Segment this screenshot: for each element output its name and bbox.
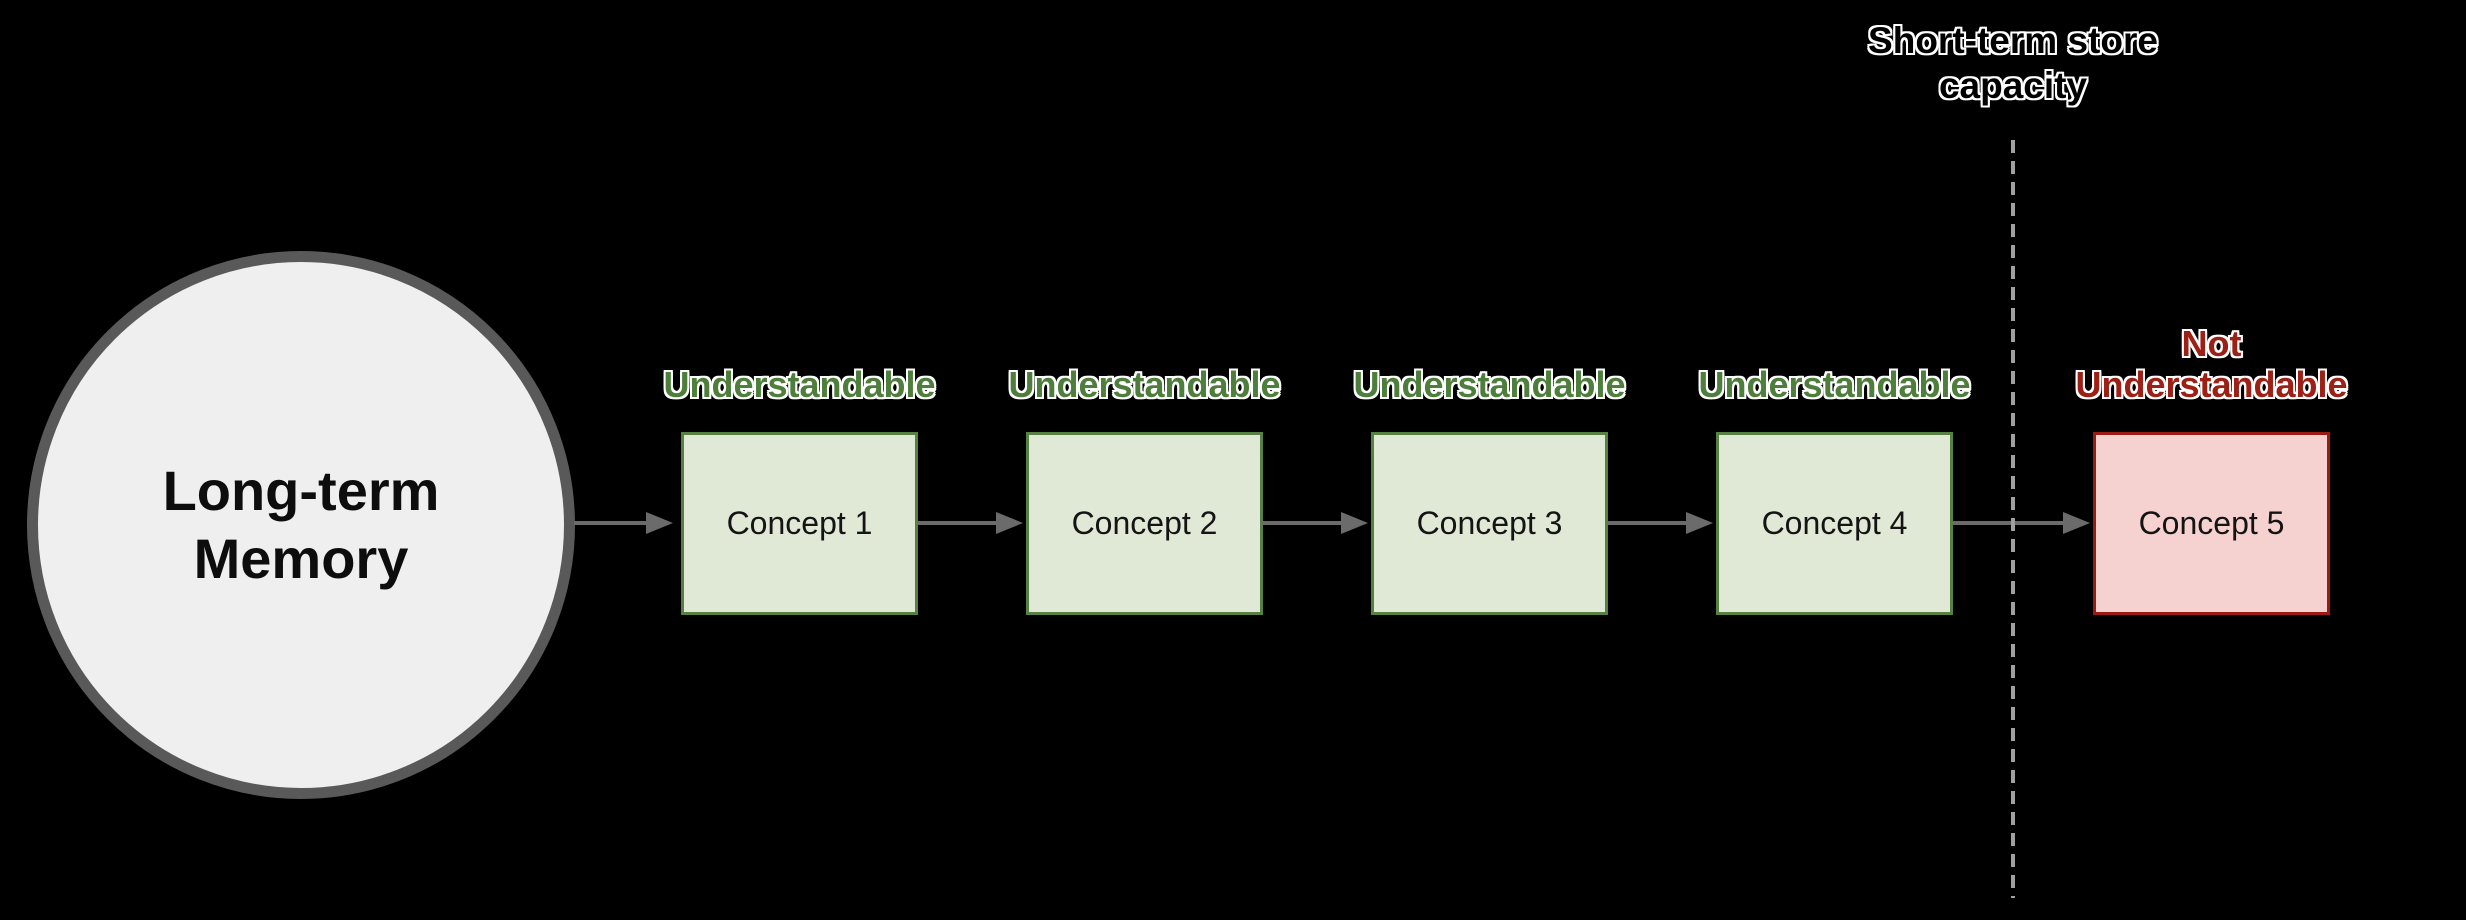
concept-4-label: Concept 4 — [1761, 505, 1908, 541]
long-term-memory-label: Long-term Memory — [162, 459, 440, 590]
arrow-concept-3-to-4 — [1607, 512, 1713, 534]
concept-box-2: Concept 2 — [1026, 432, 1263, 615]
arrow-shaft — [1953, 521, 2063, 525]
arrow-head-icon — [1341, 512, 1368, 534]
arrow-shaft — [917, 521, 996, 525]
status-label-concept-4: Understandable — [1698, 364, 1971, 405]
short-term-capacity-divider-line — [2011, 140, 2015, 898]
concept-1-label: Concept 1 — [726, 505, 873, 541]
status-label-concept-5: Not Understandable — [2075, 323, 2348, 405]
concept-5-label: Concept 5 — [2138, 505, 2285, 541]
arrow-head-icon — [1686, 512, 1713, 534]
concept-3-label: Concept 3 — [1416, 505, 1563, 541]
arrow-head-icon — [996, 512, 1023, 534]
concept-2-label: Concept 2 — [1071, 505, 1218, 541]
concept-box-3: Concept 3 — [1371, 432, 1608, 615]
long-term-memory-node: Long-term Memory — [27, 251, 575, 799]
short-term-capacity-title: Short-term store capacity — [1868, 20, 2158, 106]
concept-box-4: Concept 4 — [1716, 432, 1953, 615]
arrow-memory-to-concept-1 — [574, 512, 673, 534]
arrow-head-icon — [646, 512, 673, 534]
arrow-concept-4-to-5 — [1953, 512, 2090, 534]
arrow-concept-1-to-2 — [917, 512, 1023, 534]
status-label-concept-2: Understandable — [1008, 364, 1281, 405]
arrow-shaft — [574, 521, 646, 525]
status-label-concept-1: Understandable — [663, 364, 936, 405]
concept-box-5: Concept 5 — [2093, 432, 2330, 615]
arrow-shaft — [1607, 521, 1686, 525]
status-label-concept-3: Understandable — [1353, 364, 1626, 405]
arrow-shaft — [1262, 521, 1341, 525]
concept-box-1: Concept 1 — [681, 432, 918, 615]
arrow-concept-2-to-3 — [1262, 512, 1368, 534]
arrow-head-icon — [2063, 512, 2090, 534]
